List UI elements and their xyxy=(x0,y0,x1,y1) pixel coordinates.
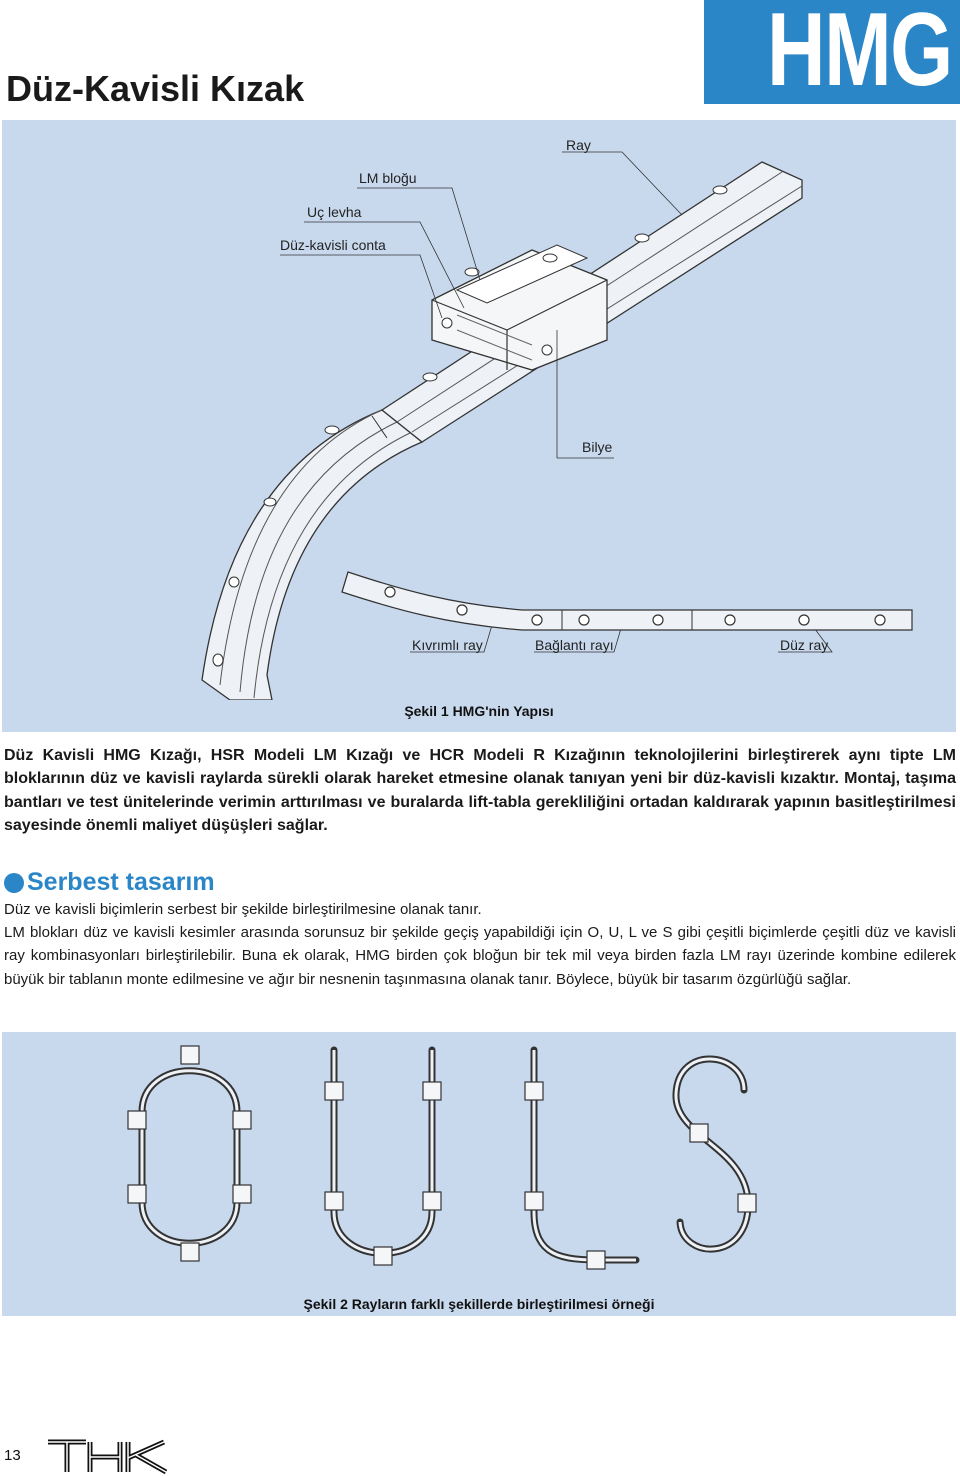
section-title: Serbest tasarım xyxy=(27,868,215,896)
label-seal: Düz-kavisli conta xyxy=(280,237,386,253)
label-ball: Bilye xyxy=(582,439,613,455)
hmg-structure-drawing: Ray LM bloğu Uç levha Düz-kavisli conta … xyxy=(201,137,913,700)
figure-2-caption: Şekil 2 Rayların farklı şekillerde birle… xyxy=(303,1296,655,1312)
label-end-plate: Uç levha xyxy=(307,204,362,220)
label-joint-rail: Bağlantı rayı xyxy=(535,637,614,653)
intro-paragraph: Düz Kavisli HMG Kızağı, HSR Modeli LM Kı… xyxy=(4,747,956,835)
figure-1: Ray LM bloğu Uç levha Düz-kavisli conta … xyxy=(2,120,956,732)
bullet-icon xyxy=(4,872,24,893)
page-title: Düz-Kavisli Kızak xyxy=(6,68,305,109)
figure-1-caption: Şekil 1 HMG'nin Yapısı xyxy=(404,703,554,719)
figure-2: Şekil 2 Rayların farklı şekillerde birle… xyxy=(2,1032,956,1316)
brand-text: HMG xyxy=(767,0,953,108)
label-lm-block: LM bloğu xyxy=(359,170,417,186)
section-heading: Serbest tasarım xyxy=(4,868,215,897)
section-paragraph: LM blokları düz ve kavisli kesimler aras… xyxy=(4,924,956,988)
thk-logo xyxy=(48,1439,168,1475)
label-straight-rail: Düz ray xyxy=(780,637,828,653)
page-number: 13 xyxy=(4,1447,21,1464)
section-body: Düz ve kavisli biçimlerin serbest bir şe… xyxy=(4,898,956,991)
section-line-1: Düz ve kavisli biçimlerin serbest bir şe… xyxy=(4,901,482,918)
rail-shapes-drawing xyxy=(127,1045,757,1270)
brand-banner: HMG xyxy=(704,0,960,108)
label-curved-rail: Kıvrımlı ray xyxy=(412,637,483,653)
label-rail: Ray xyxy=(566,137,591,153)
